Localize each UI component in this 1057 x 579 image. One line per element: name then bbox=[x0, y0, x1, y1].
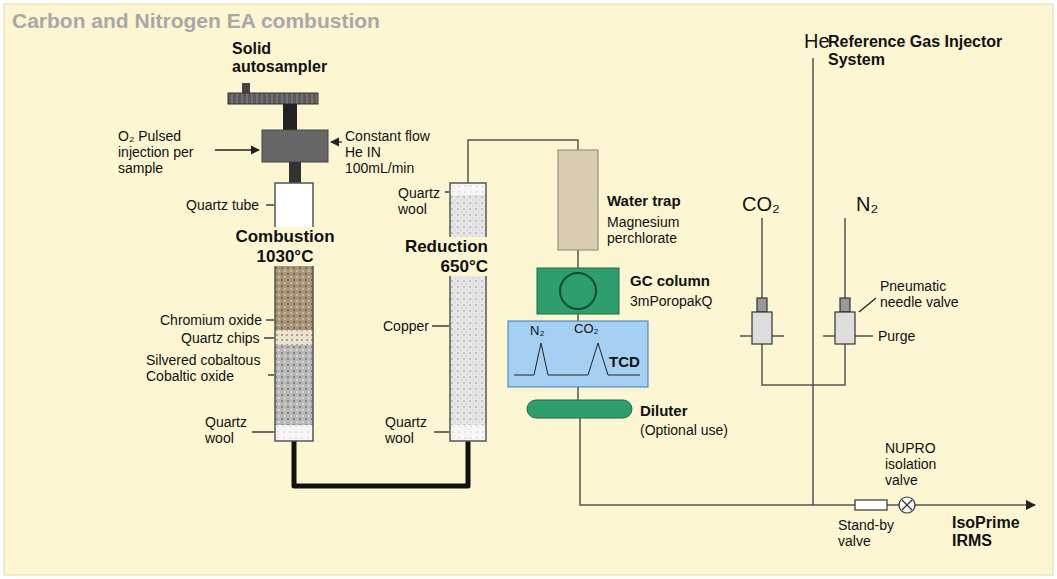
part-label: Pneumatic needle valve bbox=[880, 278, 970, 310]
gas-line bbox=[294, 441, 468, 486]
part-label: Copper bbox=[383, 318, 429, 334]
part-label: He bbox=[804, 30, 830, 53]
node-heading: Diluter bbox=[640, 402, 688, 419]
gas-line bbox=[577, 387, 579, 400]
part-label: Quartz wool bbox=[205, 414, 255, 446]
reduction-tube-shape bbox=[450, 183, 486, 441]
part-label: Stand-by valve bbox=[838, 517, 908, 549]
node-heading: Combustion 1030°C bbox=[230, 227, 340, 266]
gc-column-shape bbox=[537, 268, 619, 314]
part-label: Silvered cobaltous Cobaltic oxide bbox=[146, 352, 268, 384]
water-trap-shape bbox=[558, 150, 598, 250]
part-label: Quartz chips bbox=[181, 330, 260, 346]
part-label: IsoPrime IRMS bbox=[952, 514, 1042, 551]
node-text: CO₂ bbox=[574, 322, 599, 337]
part-label: NUPRO isolation valve bbox=[885, 440, 960, 488]
part-label: O₂ Pulsed injection per sample bbox=[118, 128, 213, 176]
part-label: Chromium oxide bbox=[160, 312, 262, 328]
node-heading: Reduction 650°C bbox=[385, 237, 490, 276]
node-heading: TCD bbox=[609, 353, 640, 370]
diagram-title: Carbon and Nitrogen EA combustion bbox=[12, 9, 380, 33]
background-panel bbox=[4, 4, 1053, 575]
part-label: Quartz wool bbox=[398, 185, 448, 217]
node-text: Magnesium perchlorate bbox=[607, 214, 707, 246]
part-label: CO₂ bbox=[742, 193, 780, 216]
node-heading: GC column bbox=[630, 272, 710, 289]
combustion-tube-shape bbox=[275, 183, 313, 441]
part-label: Reference Gas Injector System bbox=[828, 33, 1028, 70]
diluter-shape bbox=[527, 400, 632, 418]
node-heading: Water trap bbox=[607, 192, 681, 209]
diluter: Diluter (Optional use) bbox=[525, 398, 730, 443]
part-label: Quartz tube bbox=[186, 197, 259, 213]
part-label: Purge bbox=[878, 328, 915, 344]
gas-line bbox=[577, 250, 579, 268]
part-label: Quartz wool bbox=[385, 414, 435, 446]
reduction-tube: Reduction 650°C bbox=[385, 183, 492, 441]
gc-column: GC column 3mPoropakQ bbox=[535, 266, 714, 316]
gas-line bbox=[577, 314, 579, 321]
combustion-tube: Combustion 1030°C bbox=[230, 183, 342, 441]
gas-lines bbox=[580, 58, 1035, 505]
part-label: N₂ bbox=[856, 193, 878, 216]
autosampler bbox=[228, 83, 328, 183]
node-text: N₂ bbox=[530, 324, 544, 339]
node-text: (Optional use) bbox=[640, 422, 728, 438]
leader-lines bbox=[215, 142, 876, 432]
part-label: Solid autosampler bbox=[232, 40, 342, 77]
water-trap: Water trapMagnesium perchlorate bbox=[555, 150, 715, 255]
part-label: Constant flow He IN 100mL/min bbox=[345, 128, 440, 176]
node-text: 3mPoropakQ bbox=[630, 293, 712, 309]
tcd-detector: TCD N₂ CO₂ bbox=[508, 321, 648, 387]
